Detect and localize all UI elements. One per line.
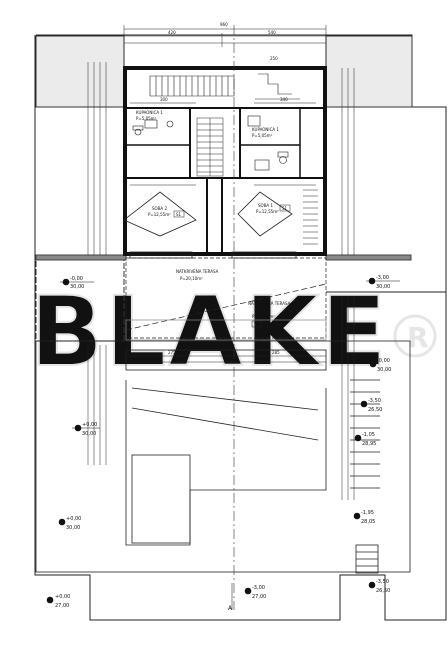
svg-text:-3,50: -3,50 bbox=[368, 398, 381, 404]
svg-text:-3,00: -3,00 bbox=[252, 585, 265, 591]
svg-text:27,00: 27,00 bbox=[252, 594, 266, 600]
area-terrace-right: P=20,10m² bbox=[252, 314, 275, 319]
svg-text:-1,95: -1,95 bbox=[361, 510, 374, 516]
corridor-closet bbox=[196, 117, 318, 245]
terrace-tag: T1 bbox=[253, 322, 259, 327]
watermark-text: BLAKE bbox=[30, 276, 389, 388]
elevation-marker-icon bbox=[46, 596, 54, 604]
svg-text:-3,00: -3,00 bbox=[376, 275, 389, 281]
dimension-lines bbox=[87, 25, 355, 500]
svg-text:-0,00: -0,00 bbox=[70, 276, 83, 282]
covered-terrace bbox=[125, 257, 327, 341]
svg-text:-1,05: -1,05 bbox=[362, 432, 375, 438]
label-room-left: SOBA 2 bbox=[152, 206, 167, 211]
dim-top-sub1: 420 bbox=[168, 30, 176, 35]
elevation-markers bbox=[46, 277, 400, 604]
svg-text:30,00: 30,00 bbox=[66, 525, 80, 531]
svg-text:+0,00: +0,00 bbox=[66, 516, 81, 522]
label-terrace-left: NATKRIVENA TERASA bbox=[176, 269, 219, 274]
stairs-top bbox=[149, 73, 300, 100]
elevation-marker-icon bbox=[368, 581, 376, 589]
svg-text:28,05: 28,05 bbox=[361, 519, 375, 525]
elevation-marker-icon bbox=[353, 512, 361, 520]
svg-text:-3,50: -3,50 bbox=[376, 579, 389, 585]
area-room-left: P=12,55m² bbox=[148, 212, 171, 217]
svg-text:30,00: 30,00 bbox=[70, 284, 84, 290]
elevation-marker-icon bbox=[369, 360, 377, 368]
label-room-right: SOBA 1 bbox=[258, 203, 273, 208]
svg-text:+0,00: +0,00 bbox=[55, 594, 70, 600]
elevation-marker-icon bbox=[58, 518, 66, 526]
dim-right-mid: 340 bbox=[280, 97, 288, 102]
registered-icon bbox=[393, 314, 437, 358]
area-bathroom-right: P=5,05m² bbox=[252, 133, 273, 138]
section-axis bbox=[231, 25, 235, 610]
svg-text:30,00: 30,00 bbox=[82, 431, 96, 437]
bathroom-fixtures bbox=[132, 115, 289, 171]
dim-left-mid: 300 bbox=[160, 97, 168, 102]
dim-top-total: 960 bbox=[220, 22, 228, 27]
svg-text:27,00: 27,00 bbox=[55, 603, 69, 609]
room-tag-left: S1 bbox=[176, 212, 182, 217]
beds bbox=[123, 191, 293, 237]
dim-top-sub2: 540 bbox=[268, 30, 276, 35]
svg-text:R: R bbox=[407, 321, 429, 354]
svg-text:26,50: 26,50 bbox=[376, 588, 390, 594]
room-tag-right: S1 bbox=[282, 206, 288, 211]
site-boundary bbox=[34, 34, 447, 621]
area-room-right: P=12,55m² bbox=[256, 209, 279, 214]
svg-text:30,00: 30,00 bbox=[377, 367, 391, 373]
area-terrace-left: P=20,10m² bbox=[180, 276, 203, 281]
watermark: BLAKE R bbox=[29, 275, 437, 389]
dim-stair-width: 250 bbox=[270, 56, 278, 61]
svg-text:-0,00: -0,00 bbox=[377, 358, 390, 364]
svg-text:28,95: 28,95 bbox=[362, 441, 376, 447]
dim-lower-left: 275 bbox=[168, 350, 176, 355]
label-terrace-right: NATKRIVENA TERASA bbox=[248, 301, 291, 306]
label-bathroom-left: KUPAONICA 1 bbox=[136, 110, 163, 115]
elevation-marker-icon bbox=[244, 587, 252, 595]
svg-text:30,00: 30,00 bbox=[376, 284, 390, 290]
area-bathroom-left: P=5,05m² bbox=[136, 116, 157, 121]
dim-lower-right: 285 bbox=[272, 350, 280, 355]
svg-text:+0,00: +0,00 bbox=[82, 422, 97, 428]
elevation-marker-icon bbox=[360, 400, 368, 408]
building-walls bbox=[123, 66, 327, 256]
svg-text:26,50: 26,50 bbox=[368, 407, 382, 413]
section-mark: A bbox=[228, 605, 233, 612]
label-bathroom-right: KUPAONICA 1 bbox=[252, 127, 279, 132]
elevation-marker-icon bbox=[354, 434, 362, 442]
